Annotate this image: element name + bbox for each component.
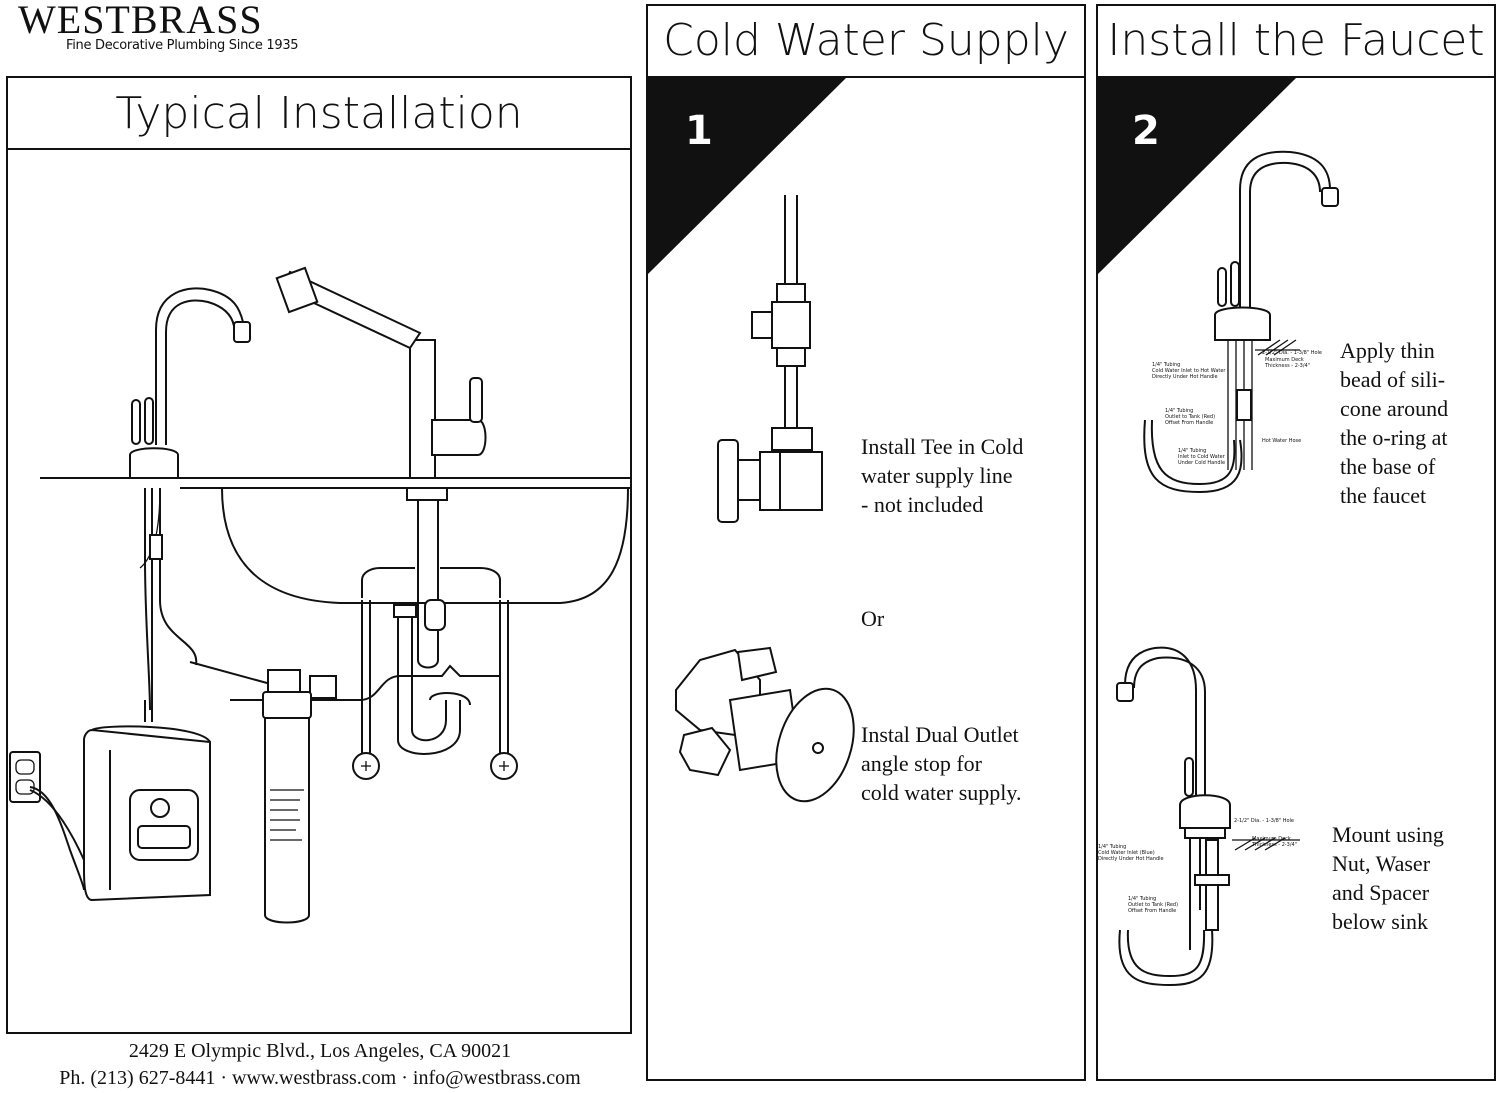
svg-text:Under Cold Handle: Under Cold Handle bbox=[1178, 460, 1225, 466]
dual-outlet-angle-stop-drawing bbox=[675, 646, 855, 803]
note-line: - not included bbox=[861, 492, 984, 517]
note-mount: Mount using Nut, Waser and Spacer below … bbox=[1332, 820, 1444, 936]
svg-text:Maximum Deck: Maximum Deck bbox=[1265, 357, 1304, 363]
svg-text:Cold Water Inlet (Blue): Cold Water Inlet (Blue) bbox=[1098, 850, 1155, 856]
svg-text:1/4" Tubing: 1/4" Tubing bbox=[1165, 408, 1193, 414]
brand-logo: WESTBRASS bbox=[18, 0, 263, 42]
svg-text:Cold Water Inlet to Hot Water: Cold Water Inlet to Hot Water bbox=[1152, 368, 1226, 374]
svg-text:Maximum Deck: Maximum Deck bbox=[1252, 836, 1291, 842]
note-line: cone around bbox=[1340, 396, 1449, 421]
tee-fitting-drawing bbox=[717, 195, 823, 523]
drain-trap-drawing bbox=[393, 603, 471, 755]
valve-screw-icon bbox=[812, 742, 824, 754]
faucet-top-drawing bbox=[1143, 150, 1339, 494]
svg-text:Thickness - 2-3/4": Thickness - 2-3/4" bbox=[1264, 363, 1310, 369]
brand-tagline: Fine Decorative Plumbing Since 1935 bbox=[66, 38, 299, 53]
water-filter-drawing bbox=[262, 669, 337, 924]
step-1-triangle bbox=[648, 78, 846, 274]
svg-text:Outlet to Tank (Red): Outlet to Tank (Red) bbox=[1128, 902, 1178, 908]
note-dual-outlet: Instal Dual Outlet angle stop for cold w… bbox=[861, 720, 1021, 807]
svg-text:1/4" Tubing: 1/4" Tubing bbox=[1128, 896, 1156, 902]
hot-water-tank-drawing bbox=[83, 700, 211, 902]
note-apply-silicone: Apply thin bead of sili- cone around the… bbox=[1340, 336, 1448, 510]
svg-text:2-1/2" Dia. - 1-3/8" Hole: 2-1/2" Dia. - 1-3/8" Hole bbox=[1262, 350, 1322, 356]
step-2-triangle bbox=[1098, 78, 1296, 274]
note-line: cold water supply. bbox=[861, 780, 1022, 805]
note-line: Mount using bbox=[1332, 822, 1444, 847]
kitchen-faucet-drawing bbox=[275, 266, 487, 669]
footer-contact: Ph. (213) 627-8441 · www.westbrass.com ·… bbox=[59, 1067, 581, 1089]
cold-water-title: Cold Water Supply bbox=[648, 6, 1084, 78]
note-install-tee: Install Tee in Cold water supply line - … bbox=[861, 432, 1023, 519]
note-line: the base of bbox=[1340, 454, 1436, 479]
note-line: the o-ring at bbox=[1340, 425, 1448, 450]
note-line: and Spacer bbox=[1332, 880, 1430, 905]
note-line: Apply thin bbox=[1340, 338, 1435, 363]
faucet-top-callouts: 2-1/2" Dia. - 1-3/8" Hole Maximum Deck T… bbox=[1152, 350, 1322, 466]
note-line: water supply line bbox=[861, 463, 1013, 488]
faucet-bottom-callouts: 2-1/2" Dia. - 1-3/8" Hole Maximum Deck T… bbox=[1098, 818, 1297, 914]
cold-water-panel: Cold Water Supply bbox=[646, 4, 1086, 1081]
or-separator: Or bbox=[861, 606, 885, 631]
svg-text:Thickness - 2-3/4": Thickness - 2-3/4" bbox=[1251, 842, 1297, 848]
faucet-bottom-drawing bbox=[1116, 646, 1300, 987]
svg-text:Inlet to Cold Water: Inlet to Cold Water bbox=[1178, 454, 1226, 460]
install-faucet-title: Install the Faucet bbox=[1098, 6, 1494, 78]
footer-address: 2429 E Olympic Blvd., Los Angeles, CA 90… bbox=[128, 1040, 512, 1062]
hot-water-faucet-drawing bbox=[129, 287, 301, 711]
note-line: Nut, Waser bbox=[1332, 851, 1431, 876]
step-2-number: 2 bbox=[1132, 108, 1160, 154]
svg-text:Offset From Handle: Offset From Handle bbox=[1165, 420, 1213, 426]
step-1-number: 1 bbox=[685, 108, 713, 154]
svg-text:2-1/2" Dia. - 1-3/8" Hole: 2-1/2" Dia. - 1-3/8" Hole bbox=[1234, 818, 1294, 824]
note-line: bead of sili- bbox=[1340, 367, 1446, 392]
svg-text:1/4" Tubing: 1/4" Tubing bbox=[1178, 448, 1206, 454]
tank-dial-icon bbox=[150, 798, 170, 818]
svg-text:Hot Water Hose: Hot Water Hose bbox=[1262, 438, 1301, 444]
svg-text:Directly Under Hot Handle: Directly Under Hot Handle bbox=[1152, 374, 1218, 380]
wall-outlet-drawing bbox=[9, 751, 85, 891]
typical-installation-panel: Typical Installation bbox=[6, 76, 632, 1034]
install-faucet-panel: Install the Faucet bbox=[1096, 4, 1496, 1081]
typical-installation-illustration bbox=[9, 266, 630, 924]
svg-text:1/4" Tubing: 1/4" Tubing bbox=[1152, 362, 1180, 368]
svg-text:Directly Under Hot Handle: Directly Under Hot Handle bbox=[1098, 856, 1164, 862]
note-line: Install Tee in Cold bbox=[861, 434, 1024, 459]
svg-text:Offset From Handle: Offset From Handle bbox=[1128, 908, 1176, 914]
svg-text:1/4" Tubing: 1/4" Tubing bbox=[1098, 844, 1126, 850]
note-line: angle stop for bbox=[861, 751, 982, 776]
svg-text:Outlet to Tank (Red): Outlet to Tank (Red) bbox=[1165, 414, 1215, 420]
note-line: below sink bbox=[1332, 909, 1428, 934]
typical-installation-title: Typical Installation bbox=[8, 78, 630, 150]
note-line: the faucet bbox=[1340, 483, 1427, 508]
note-line: Instal Dual Outlet bbox=[861, 722, 1019, 747]
